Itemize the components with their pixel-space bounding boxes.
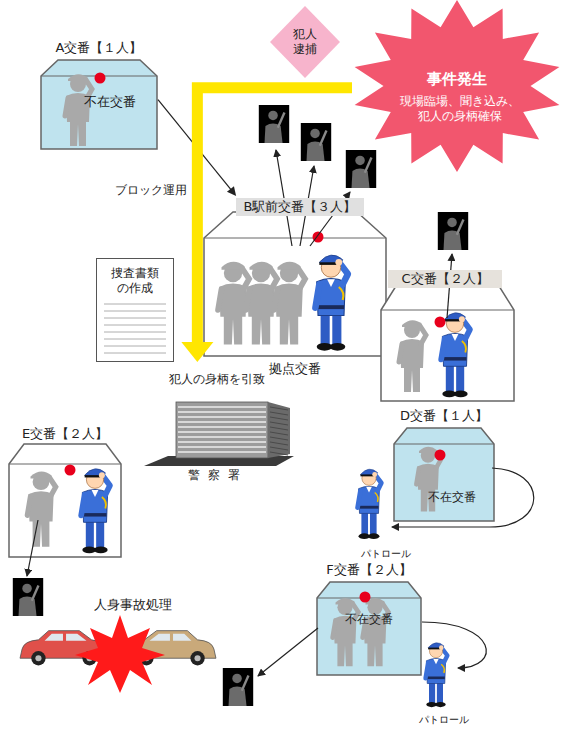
- dispatched-officer: [301, 123, 331, 161]
- dispatched-officer: [13, 578, 43, 616]
- koban-house: D交番【１人】不在交番: [393, 406, 495, 522]
- patrol-officer: [426, 643, 448, 707]
- house-outline: [393, 406, 495, 522]
- house-outline: [203, 196, 387, 382]
- document-box: 捜査書類の作成: [96, 258, 174, 362]
- edge-label: 犯人の身柄を引致: [157, 372, 277, 387]
- dispatched-officer: [346, 150, 376, 188]
- station-window-row: [178, 416, 266, 418]
- house-outline: [317, 582, 421, 675]
- connector-line: [197, 88, 352, 346]
- koban-house: F交番【２人】不在交番: [316, 560, 422, 676]
- station-window-row: [178, 421, 266, 423]
- node-text: 不在交番: [417, 490, 487, 505]
- station-window-row: [178, 446, 266, 448]
- node-title: 犯人逮捕: [291, 27, 319, 57]
- dispatch-arrow: [258, 628, 318, 676]
- station-window-row: [178, 431, 266, 433]
- node-title: F交番【２人】: [319, 562, 419, 578]
- crash-burst: [75, 615, 165, 693]
- koban-house: E交番【２人】: [8, 424, 122, 558]
- house-outline: [9, 444, 121, 557]
- station-window-row: [178, 451, 266, 453]
- station-front: [176, 402, 268, 458]
- station-side-row: [270, 432, 288, 435]
- node-title: 事件発生: [397, 70, 517, 89]
- document-line: [104, 346, 166, 347]
- dispatched-officer: [438, 212, 468, 250]
- node-title: 警察署: [160, 468, 275, 483]
- note-label: パトロール: [348, 548, 424, 561]
- node-title: B駅前交番【３人】: [236, 198, 364, 216]
- station-window-row: [178, 441, 266, 443]
- station-side-row: [270, 407, 288, 410]
- station-side-row: [270, 452, 288, 455]
- note-label: 人身事故処理: [78, 597, 188, 613]
- station-window-row: [178, 406, 266, 408]
- house-outline: [394, 428, 494, 521]
- edge-label: ブロック運用: [111, 183, 191, 198]
- eave-line: [394, 444, 494, 445]
- dispatched-officer: [223, 668, 253, 706]
- house-outline: [41, 60, 157, 149]
- node-title: C交番【２人】: [388, 270, 502, 288]
- document-line: [104, 325, 166, 326]
- house-outline: [381, 286, 514, 401]
- car: [128, 631, 216, 666]
- connector-head: [227, 186, 236, 196]
- node-text: 不在交番: [334, 612, 404, 627]
- document-line: [104, 353, 166, 354]
- station-side: [268, 402, 290, 458]
- node-text: 現場臨場、聞き込み、犯人の身柄確保: [400, 94, 520, 124]
- eave-line: [317, 598, 421, 599]
- station-side-row: [270, 442, 288, 445]
- incident-burst: 事件発生現場臨場、聞き込み、犯人の身柄確保: [352, 0, 562, 172]
- document-line: [104, 332, 166, 333]
- station-side-row: [270, 417, 288, 420]
- station-side-row: [270, 447, 288, 450]
- document-line: [104, 311, 166, 312]
- document-line: [104, 339, 166, 340]
- arrest-flow-arrow: [181, 88, 352, 362]
- note-label: パトロール: [406, 714, 482, 727]
- diamond-outline: [270, 6, 340, 78]
- node-title: 捜査書類の作成: [108, 266, 162, 296]
- station-side-row: [270, 437, 288, 440]
- node-title: E交番【２人】: [15, 426, 115, 442]
- koban-house: A交番【１人】不在交番: [40, 38, 158, 150]
- document-line: [104, 318, 166, 319]
- document-line: [104, 304, 166, 305]
- block-operation-arrow: [158, 100, 236, 196]
- car: [20, 631, 108, 666]
- node-text: 不在交番: [70, 94, 150, 110]
- eave-line: [381, 310, 514, 311]
- station-window-row: [178, 436, 266, 438]
- patrol-loop-arrow: [422, 622, 486, 668]
- eave-line: [204, 238, 386, 239]
- node-title: D交番【１人】: [394, 408, 494, 424]
- station-side-row: [270, 412, 288, 415]
- connector-line: [158, 100, 232, 191]
- koban-house: C交番【２人】: [380, 268, 515, 402]
- connector-head: [181, 342, 213, 362]
- station-window-row: [178, 411, 266, 413]
- station-side-row: [270, 422, 288, 425]
- document-outline: [97, 259, 174, 362]
- burst-outline: [355, 0, 560, 172]
- base-koban-house: B駅前交番【３人】拠点交番: [203, 196, 387, 382]
- station-window-row: [178, 426, 266, 428]
- station-side-row: [270, 427, 288, 430]
- eave-line: [9, 464, 121, 465]
- house-outline: [8, 424, 122, 558]
- node-title: A交番【１人】: [49, 40, 149, 56]
- house-outline: [204, 212, 386, 356]
- patrol-officer: [358, 469, 382, 539]
- eave-line: [41, 76, 157, 77]
- dispatched-officer: [259, 105, 289, 143]
- arrest-diamond: 犯人逮捕: [270, 6, 340, 78]
